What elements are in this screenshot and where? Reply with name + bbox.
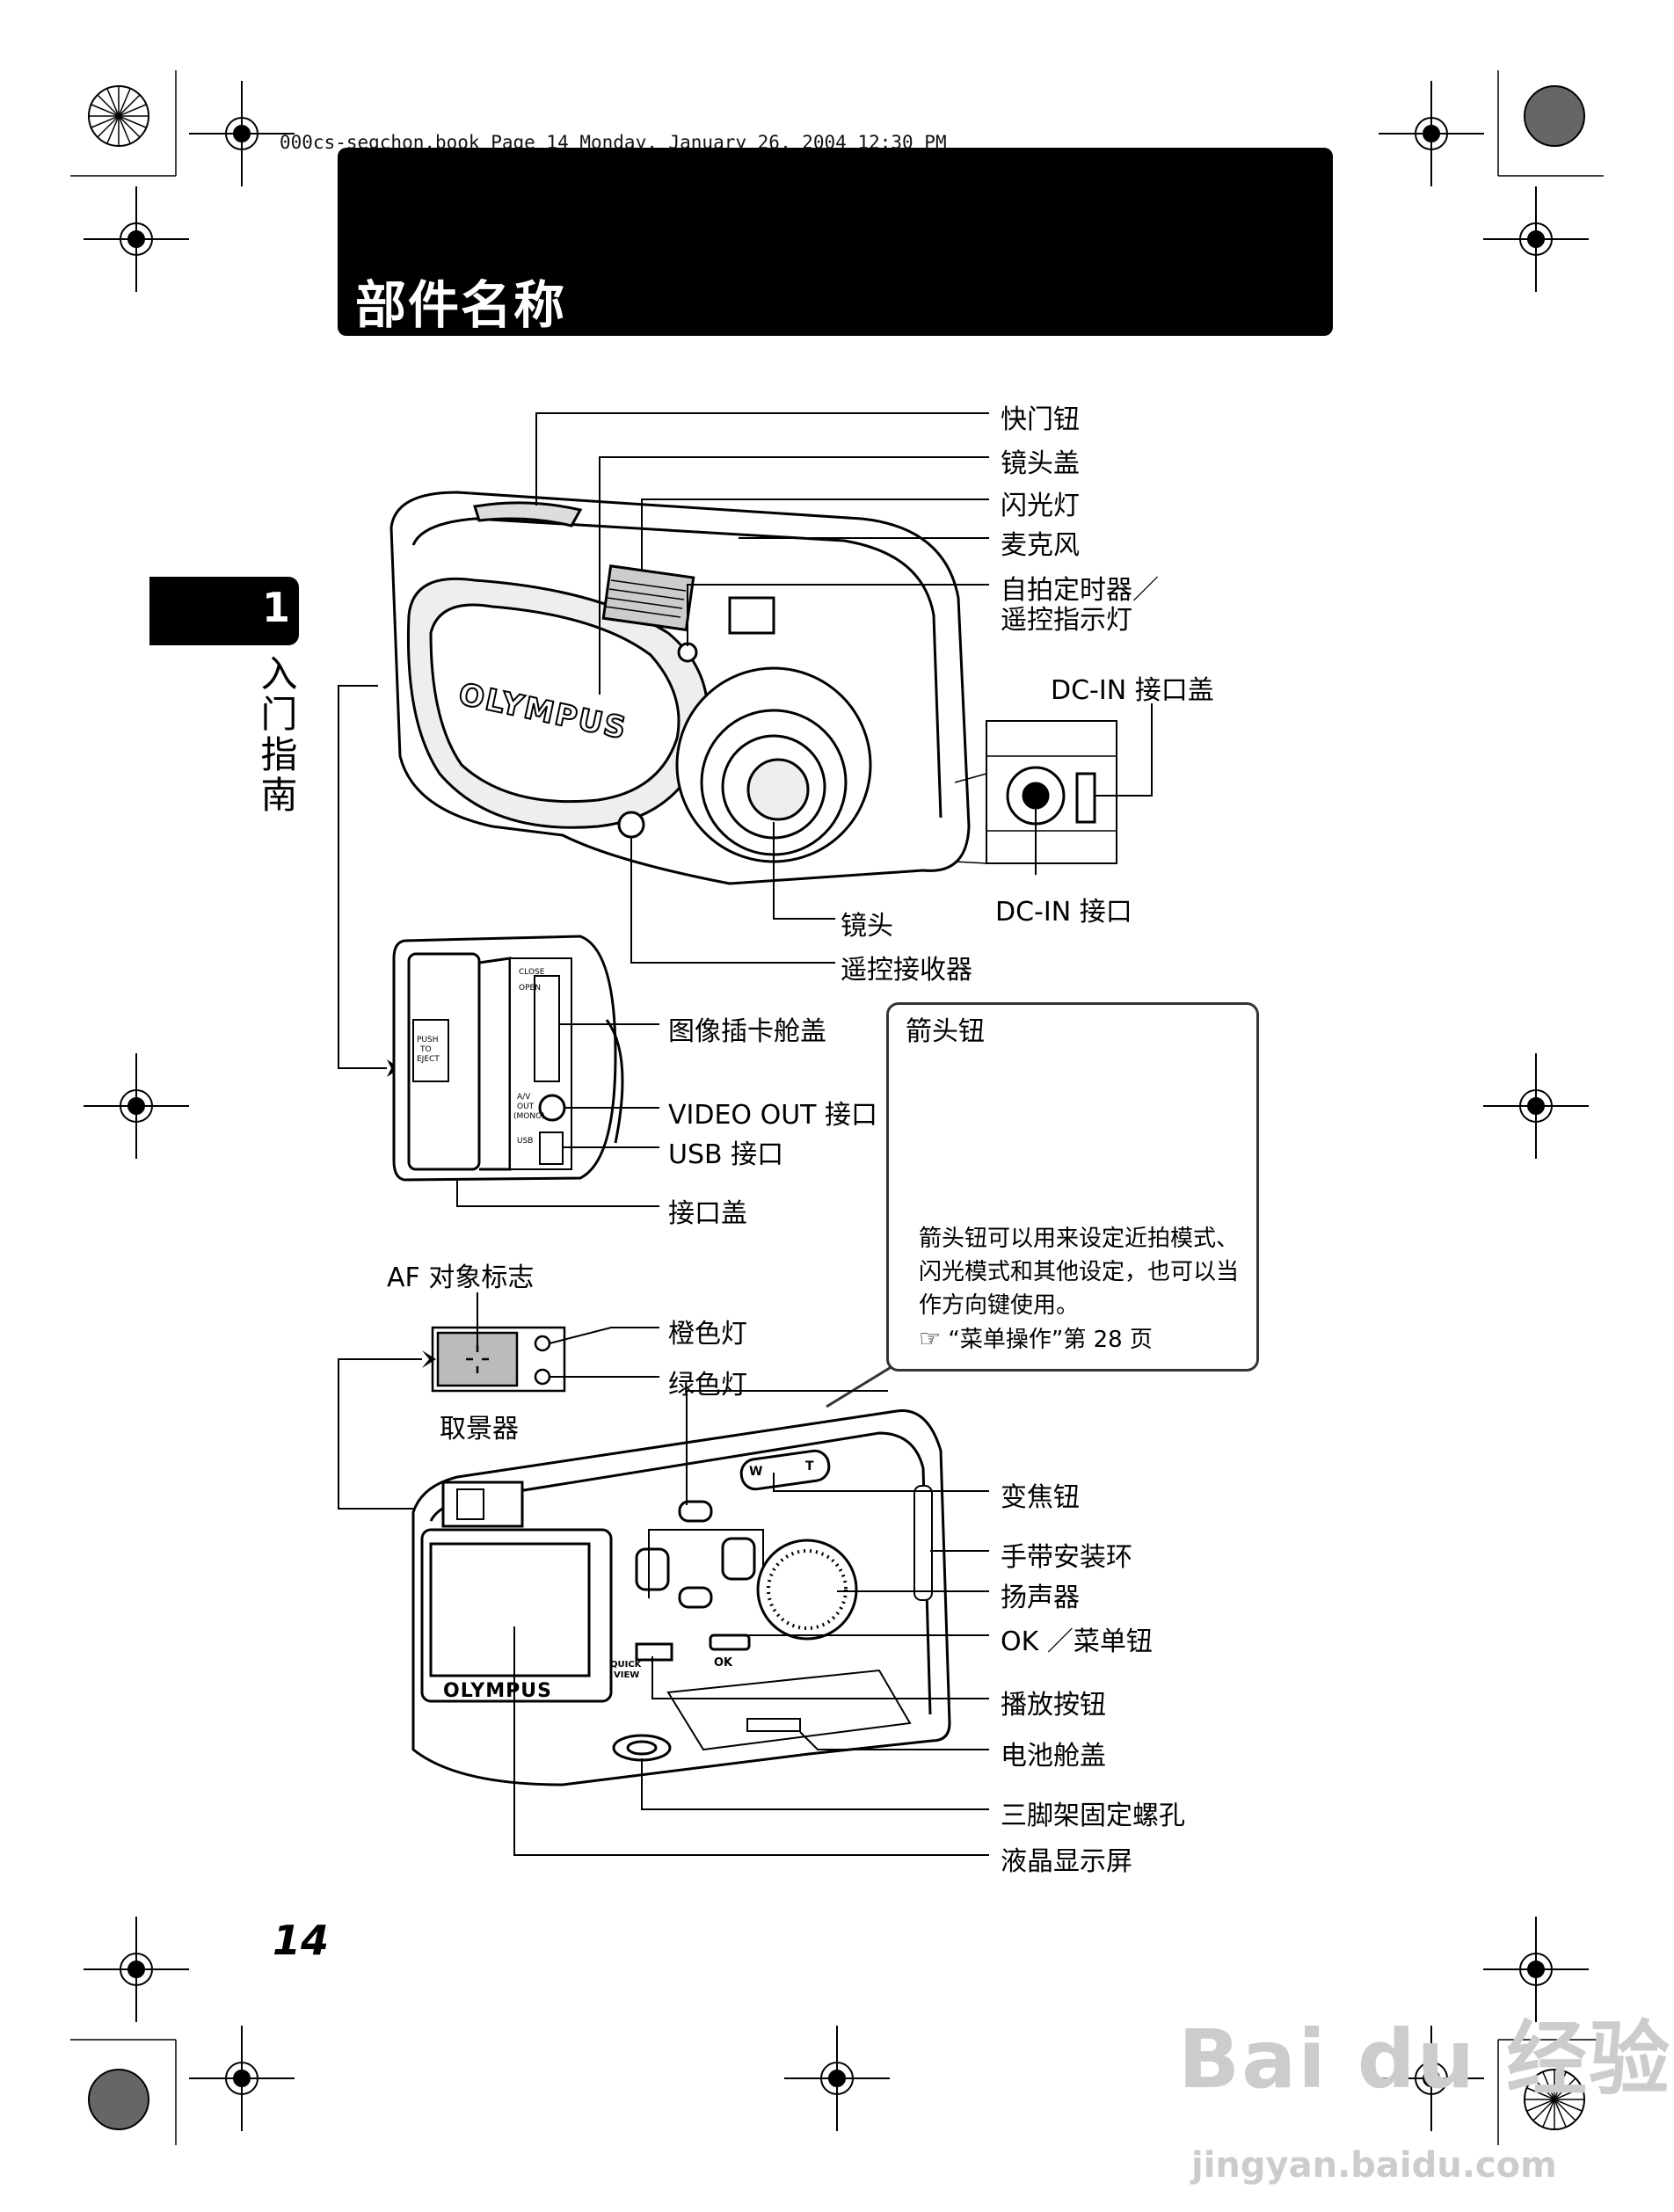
- side-panel-text: CLOSE OPEN PUSH TO EJECT A/V OUT (MONO) …: [417, 968, 545, 1146]
- label-lens: 镜头: [841, 911, 893, 942]
- label-strap: 手带安装环: [1001, 1542, 1132, 1573]
- label-card-cover: 图像插卡舱盖: [668, 1016, 826, 1047]
- brand-text: OLYMPUS: [443, 1680, 552, 1702]
- camera-side-drawing: [392, 935, 624, 1182]
- push-text: PUSH: [417, 1036, 439, 1044]
- viewfinder-diagram: [431, 1326, 566, 1393]
- label-video-out: VIDEO OUT 接口: [668, 1100, 878, 1131]
- label-remote-receiver: 遥控接收器: [841, 955, 972, 986]
- out-text: OUT: [517, 1102, 535, 1111]
- label-flash: 闪光灯: [1001, 491, 1080, 521]
- label-af-mark: AF 对象标志: [387, 1262, 535, 1293]
- label-shutter: 快门钮: [1001, 404, 1080, 435]
- label-lens-cover: 镜头盖: [1001, 448, 1080, 479]
- label-tripod: 三脚架固定螺孔: [1001, 1801, 1185, 1831]
- label-zoom: 变焦钮: [1001, 1482, 1080, 1513]
- label-connector-cover: 接口盖: [668, 1198, 747, 1229]
- chapter-number: 1: [262, 584, 291, 631]
- zoom-w-text: W: [749, 1465, 762, 1479]
- watermark-logo: Bai du 经验: [1178, 2012, 1672, 2106]
- label-green-lamp: 绿色灯: [668, 1370, 747, 1401]
- label-ok-menu: OK ／菜单钮: [1001, 1626, 1153, 1657]
- arrow-button-box: [886, 1002, 1259, 1372]
- eject-text: EJECT: [417, 1055, 440, 1064]
- label-speaker: 扬声器: [1001, 1583, 1080, 1613]
- label-self-timer-1: 自拍定时器／: [1001, 575, 1159, 606]
- mono-text: (MONO): [513, 1112, 545, 1121]
- label-viewfinder: 取景器: [440, 1414, 519, 1444]
- arrow-box-title: 箭头钮: [906, 1016, 985, 1047]
- registration-targets: [84, 81, 1589, 2131]
- label-lcd: 液晶显示屏: [1001, 1846, 1132, 1877]
- camera-front-drawing: [389, 491, 1117, 885]
- back-leaders: [513, 1390, 989, 1856]
- open-text: OPEN: [519, 984, 541, 993]
- title-bar: [338, 148, 1333, 336]
- reference-icon: ☞: [919, 1324, 942, 1353]
- chapter-label: 入门指南: [255, 654, 298, 816]
- vf-arrow-head: [422, 1350, 436, 1368]
- page-number: 14: [273, 1917, 330, 1964]
- close-text: CLOSE: [519, 968, 545, 977]
- arrow-box-reference: “菜单操作”第 28 页: [948, 1327, 1153, 1353]
- chapter-tab: [149, 577, 299, 645]
- label-dc-in: DC-IN 接口: [995, 897, 1132, 928]
- label-self-timer-2: 遥控指示灯: [1001, 605, 1132, 636]
- arrow-box-desc-text: 箭头钮可以用来设定近拍模式、闪光模式和其他设定，也可以当作方向键使用。: [919, 1226, 1240, 1319]
- label-battery: 电池舱盖: [1001, 1741, 1106, 1772]
- watermark-url: jingyan.baidu.com: [1191, 2145, 1557, 2186]
- camera-back-text: OLYMPUS W T OK QUICK VIEW: [443, 1459, 814, 1702]
- quick-text: QUICK: [610, 1660, 643, 1670]
- ok-text: OK: [714, 1656, 733, 1670]
- label-orange-lamp: 橙色灯: [668, 1319, 747, 1350]
- label-mic: 麦克风: [1001, 530, 1080, 561]
- av-text: A/V: [517, 1093, 531, 1102]
- front-leaders: [338, 412, 1153, 1069]
- to-text: TO: [419, 1045, 432, 1054]
- arrow-box-description: 箭头钮可以用来设定近拍模式、闪光模式和其他设定，也可以当作方向键使用。 ☞ “菜…: [919, 1222, 1244, 1357]
- crop-marks: [70, 70, 1604, 2145]
- box-pointer: [826, 1359, 902, 1408]
- color-discs: [88, 85, 1585, 2130]
- viewfinder-leaders: [338, 1292, 659, 1510]
- camera-back-drawing: [411, 1409, 951, 1786]
- label-usb: USB 接口: [668, 1139, 784, 1170]
- zoom-t-text: T: [805, 1459, 814, 1473]
- usb-text: USB: [517, 1137, 533, 1146]
- label-play: 播放按钮: [1001, 1690, 1106, 1721]
- label-dc-in-cover: DC-IN 接口盖: [1051, 675, 1214, 706]
- side-leaders: [456, 1023, 659, 1207]
- view-text: VIEW: [614, 1670, 639, 1680]
- page-title: 部件名称: [355, 275, 567, 335]
